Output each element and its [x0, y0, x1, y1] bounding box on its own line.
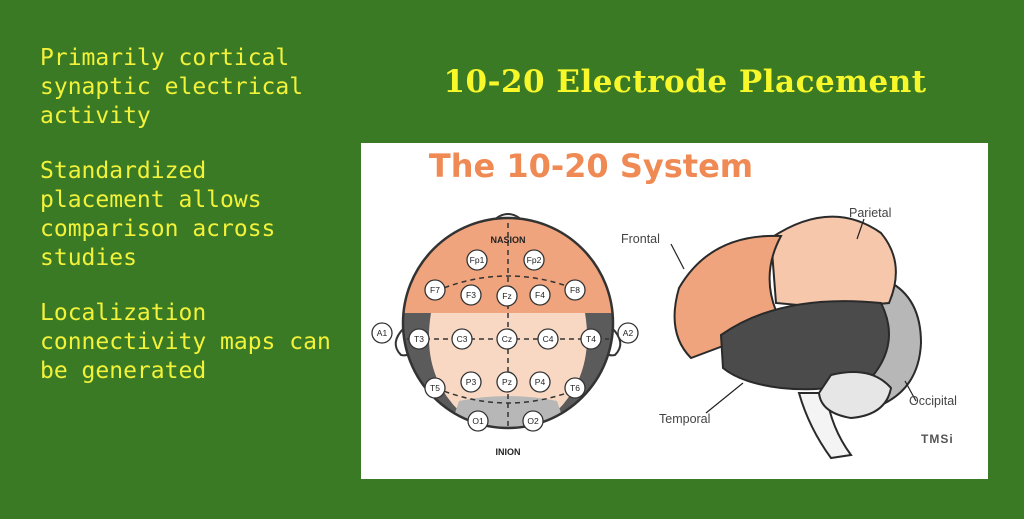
- frontal-lobe: [673, 234, 783, 360]
- label-p3: P3: [466, 377, 477, 387]
- electrode-o2: [522, 410, 544, 432]
- electrode-c3: [451, 328, 473, 350]
- parietal-lobe: [769, 215, 897, 310]
- electrode-p4: [529, 371, 551, 393]
- label-f7: F7: [430, 285, 440, 295]
- brain-illustration: [673, 215, 923, 460]
- electrode-f8: [564, 279, 586, 301]
- electrode-fz: [496, 285, 518, 307]
- electrode-c4: [537, 328, 559, 350]
- occipital-region-2d: [445, 396, 571, 428]
- label-f3: F3: [466, 290, 476, 300]
- head-outline: [401, 216, 615, 430]
- label-f8: F8: [570, 285, 580, 295]
- label-temporal: Temporal: [659, 412, 710, 426]
- electrode-f3: [460, 284, 482, 306]
- inion-label: INION: [495, 447, 520, 457]
- cerebellum: [817, 371, 893, 420]
- bullet-item: Primarily cortical synaptic electrical a…: [40, 45, 304, 129]
- electrode-t4: [580, 328, 602, 350]
- bullet-item: Localization connectivity maps can be ge…: [40, 300, 331, 384]
- bullet-list: Primarily cortical synaptic electrical a…: [40, 44, 340, 412]
- label-pz: Pz: [502, 377, 512, 387]
- electrode-f4: [529, 284, 551, 306]
- tmsi-logo: TMSi: [921, 432, 954, 446]
- label-cz: Cz: [502, 334, 512, 344]
- label-c4: C4: [543, 334, 554, 344]
- electrode-cz: [496, 328, 518, 350]
- electrode-o1: [467, 410, 489, 432]
- diagram-figure: The 10-20 System NASION INION: [361, 143, 988, 479]
- figure-title: The 10-20 System: [428, 147, 754, 185]
- label-fz: Fz: [502, 291, 511, 301]
- label-f4: F4: [535, 290, 545, 300]
- electrode-fp1: [466, 249, 488, 271]
- label-t5: T5: [430, 383, 440, 393]
- label-frontal: Frontal: [621, 232, 660, 246]
- label-fp2: Fp2: [527, 255, 542, 265]
- electrode-a2: [617, 322, 639, 344]
- label-o1: O1: [472, 416, 484, 426]
- label-a1: A1: [377, 328, 388, 338]
- label-t6: T6: [570, 383, 580, 393]
- label-c3: C3: [457, 334, 468, 344]
- electrode-f7: [424, 279, 446, 301]
- electrode-p3: [460, 371, 482, 393]
- label-parietal: Parietal: [849, 206, 891, 220]
- electrode-pz: [496, 371, 518, 393]
- electrode-fp2: [523, 249, 545, 271]
- label-fp1: Fp1: [470, 255, 485, 265]
- bullet-item: Standardized placement allows comparison…: [40, 158, 276, 271]
- label-a2: A2: [623, 328, 634, 338]
- label-p4: P4: [535, 377, 546, 387]
- label-t3: T3: [414, 334, 424, 344]
- diagram-svg: NASION INION Fp1: [371, 206, 957, 460]
- label-t4: T4: [586, 334, 596, 344]
- nasion-label: NASION: [490, 235, 525, 245]
- electrode-t5: [424, 377, 446, 399]
- electrode-a1: [371, 322, 393, 344]
- label-o2: O2: [527, 416, 539, 426]
- slide-title: 10-20 Electrode Placement: [443, 64, 927, 100]
- electrode-t3: [408, 328, 430, 350]
- temporal-lobe: [719, 300, 890, 391]
- electrode-t6: [564, 377, 586, 399]
- label-occipital: Occipital: [909, 394, 957, 408]
